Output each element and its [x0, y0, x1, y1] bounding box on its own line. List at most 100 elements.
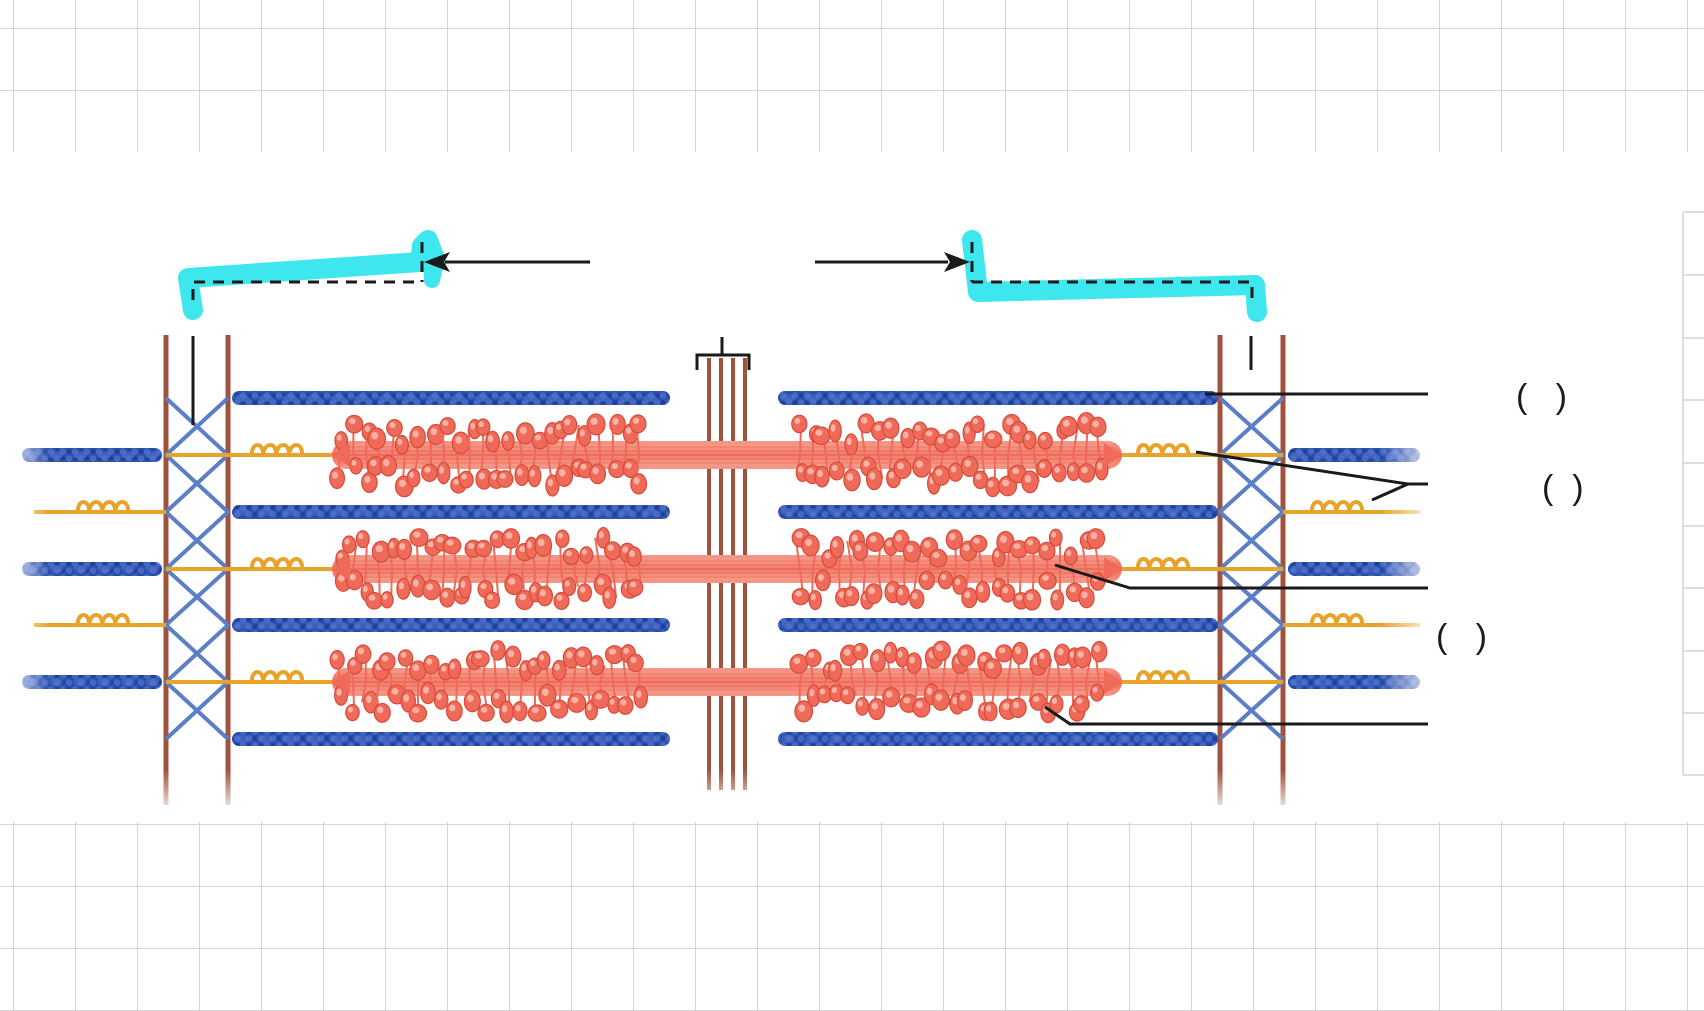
myosin-head — [852, 642, 869, 661]
myosin-head — [808, 589, 823, 611]
myosin-head — [932, 640, 951, 661]
myosin-head — [829, 536, 845, 559]
myosin-head — [365, 591, 383, 610]
myosin-head — [801, 534, 820, 557]
myosin-head — [354, 644, 372, 664]
myosin-head — [791, 587, 810, 606]
myosin-head — [591, 690, 610, 709]
right-edge-grid — [1682, 211, 1704, 776]
myosin-head — [909, 589, 925, 610]
myosin-head — [864, 583, 883, 605]
myosin-head — [567, 693, 587, 713]
titin-filament — [1110, 670, 1283, 685]
myosin-head — [504, 645, 522, 668]
myosin-head — [811, 426, 831, 446]
myosin-head — [604, 541, 622, 561]
myosin-head — [527, 465, 542, 488]
myosin-head — [789, 653, 809, 674]
myosin-head — [957, 644, 976, 667]
myosin-head — [616, 696, 634, 715]
actin-filament — [778, 505, 1218, 519]
myosin-head — [840, 686, 856, 705]
actin-filament — [778, 732, 1218, 746]
myosin-head — [828, 419, 842, 443]
myosin-head — [918, 570, 935, 591]
myosin-head — [536, 585, 554, 607]
myosin-head — [555, 464, 574, 487]
myosin-head — [633, 685, 649, 709]
myosin-head — [1089, 416, 1107, 438]
myosin-head — [406, 468, 421, 488]
myosin-head — [496, 470, 514, 488]
myosin-head — [386, 418, 403, 438]
titin-filament — [166, 670, 340, 685]
actin-filament — [778, 618, 1218, 632]
actin-filament — [232, 618, 670, 632]
myosin-label: ( ) — [1436, 618, 1487, 656]
myosin-head — [421, 463, 438, 483]
myosin-head — [937, 570, 954, 590]
myosin-head — [931, 689, 950, 711]
myosin-head — [349, 456, 363, 475]
myosin-head — [827, 659, 843, 682]
myosin-head — [329, 467, 346, 490]
myosin-head — [1091, 640, 1108, 663]
myosin-head — [805, 649, 822, 668]
myosin-head — [1078, 587, 1095, 609]
myosin-head — [1077, 463, 1096, 483]
myosin-head — [902, 540, 922, 563]
myosin-head — [577, 583, 593, 602]
myosin-head — [1051, 463, 1067, 483]
thin-filament-label: ( ) — [1516, 378, 1567, 416]
myosin-head — [985, 476, 1001, 498]
myosin-head — [893, 458, 912, 480]
myosin-head — [527, 704, 547, 722]
titin-filament — [34, 500, 166, 515]
myosin-head — [355, 530, 370, 549]
myosin-head — [485, 430, 500, 453]
actin-filament — [232, 732, 670, 746]
myosin-head — [550, 699, 569, 719]
grid-background-bottom — [0, 822, 1704, 1011]
myosin-head — [380, 591, 394, 609]
myosin-head — [855, 696, 870, 716]
myosin-head — [791, 414, 808, 434]
myosin-head — [379, 454, 398, 477]
titin-group — [34, 443, 1420, 685]
myosin-head — [865, 532, 885, 552]
myosin-head — [501, 528, 521, 549]
titin-filament — [1110, 557, 1283, 572]
myosin-head — [436, 461, 451, 485]
myosin-head — [408, 703, 428, 723]
myosin-head — [477, 703, 495, 722]
myosin-head — [442, 536, 462, 555]
myosin-head — [1063, 546, 1078, 566]
myosin-head — [883, 641, 898, 664]
fade-right — [1380, 420, 1440, 720]
myosin-head — [983, 701, 998, 722]
myosin-head — [1050, 589, 1065, 611]
titin-filament — [1110, 443, 1283, 458]
myosin-head — [345, 414, 364, 434]
myosin-head — [562, 577, 577, 597]
titin-label: ( ) — [1542, 469, 1584, 507]
myosin-head — [329, 650, 345, 670]
highlight-markings — [178, 230, 1267, 322]
myosin-head — [1036, 459, 1053, 478]
myosin-head — [409, 425, 426, 449]
myosin-head — [422, 579, 441, 601]
myosin-head — [589, 654, 605, 676]
myosin-head — [843, 468, 861, 492]
myosin-head — [975, 580, 991, 603]
myosin-head — [341, 535, 357, 554]
myosin-head — [983, 658, 1002, 679]
myosin-head — [928, 548, 948, 568]
actin-filament — [232, 391, 670, 405]
left-arrow-icon — [424, 252, 590, 272]
myosin-head — [579, 546, 594, 564]
right-arrow-icon — [815, 252, 970, 272]
myosin-head — [470, 650, 490, 668]
myosin-head — [906, 652, 922, 674]
myosin-head — [1086, 528, 1106, 549]
